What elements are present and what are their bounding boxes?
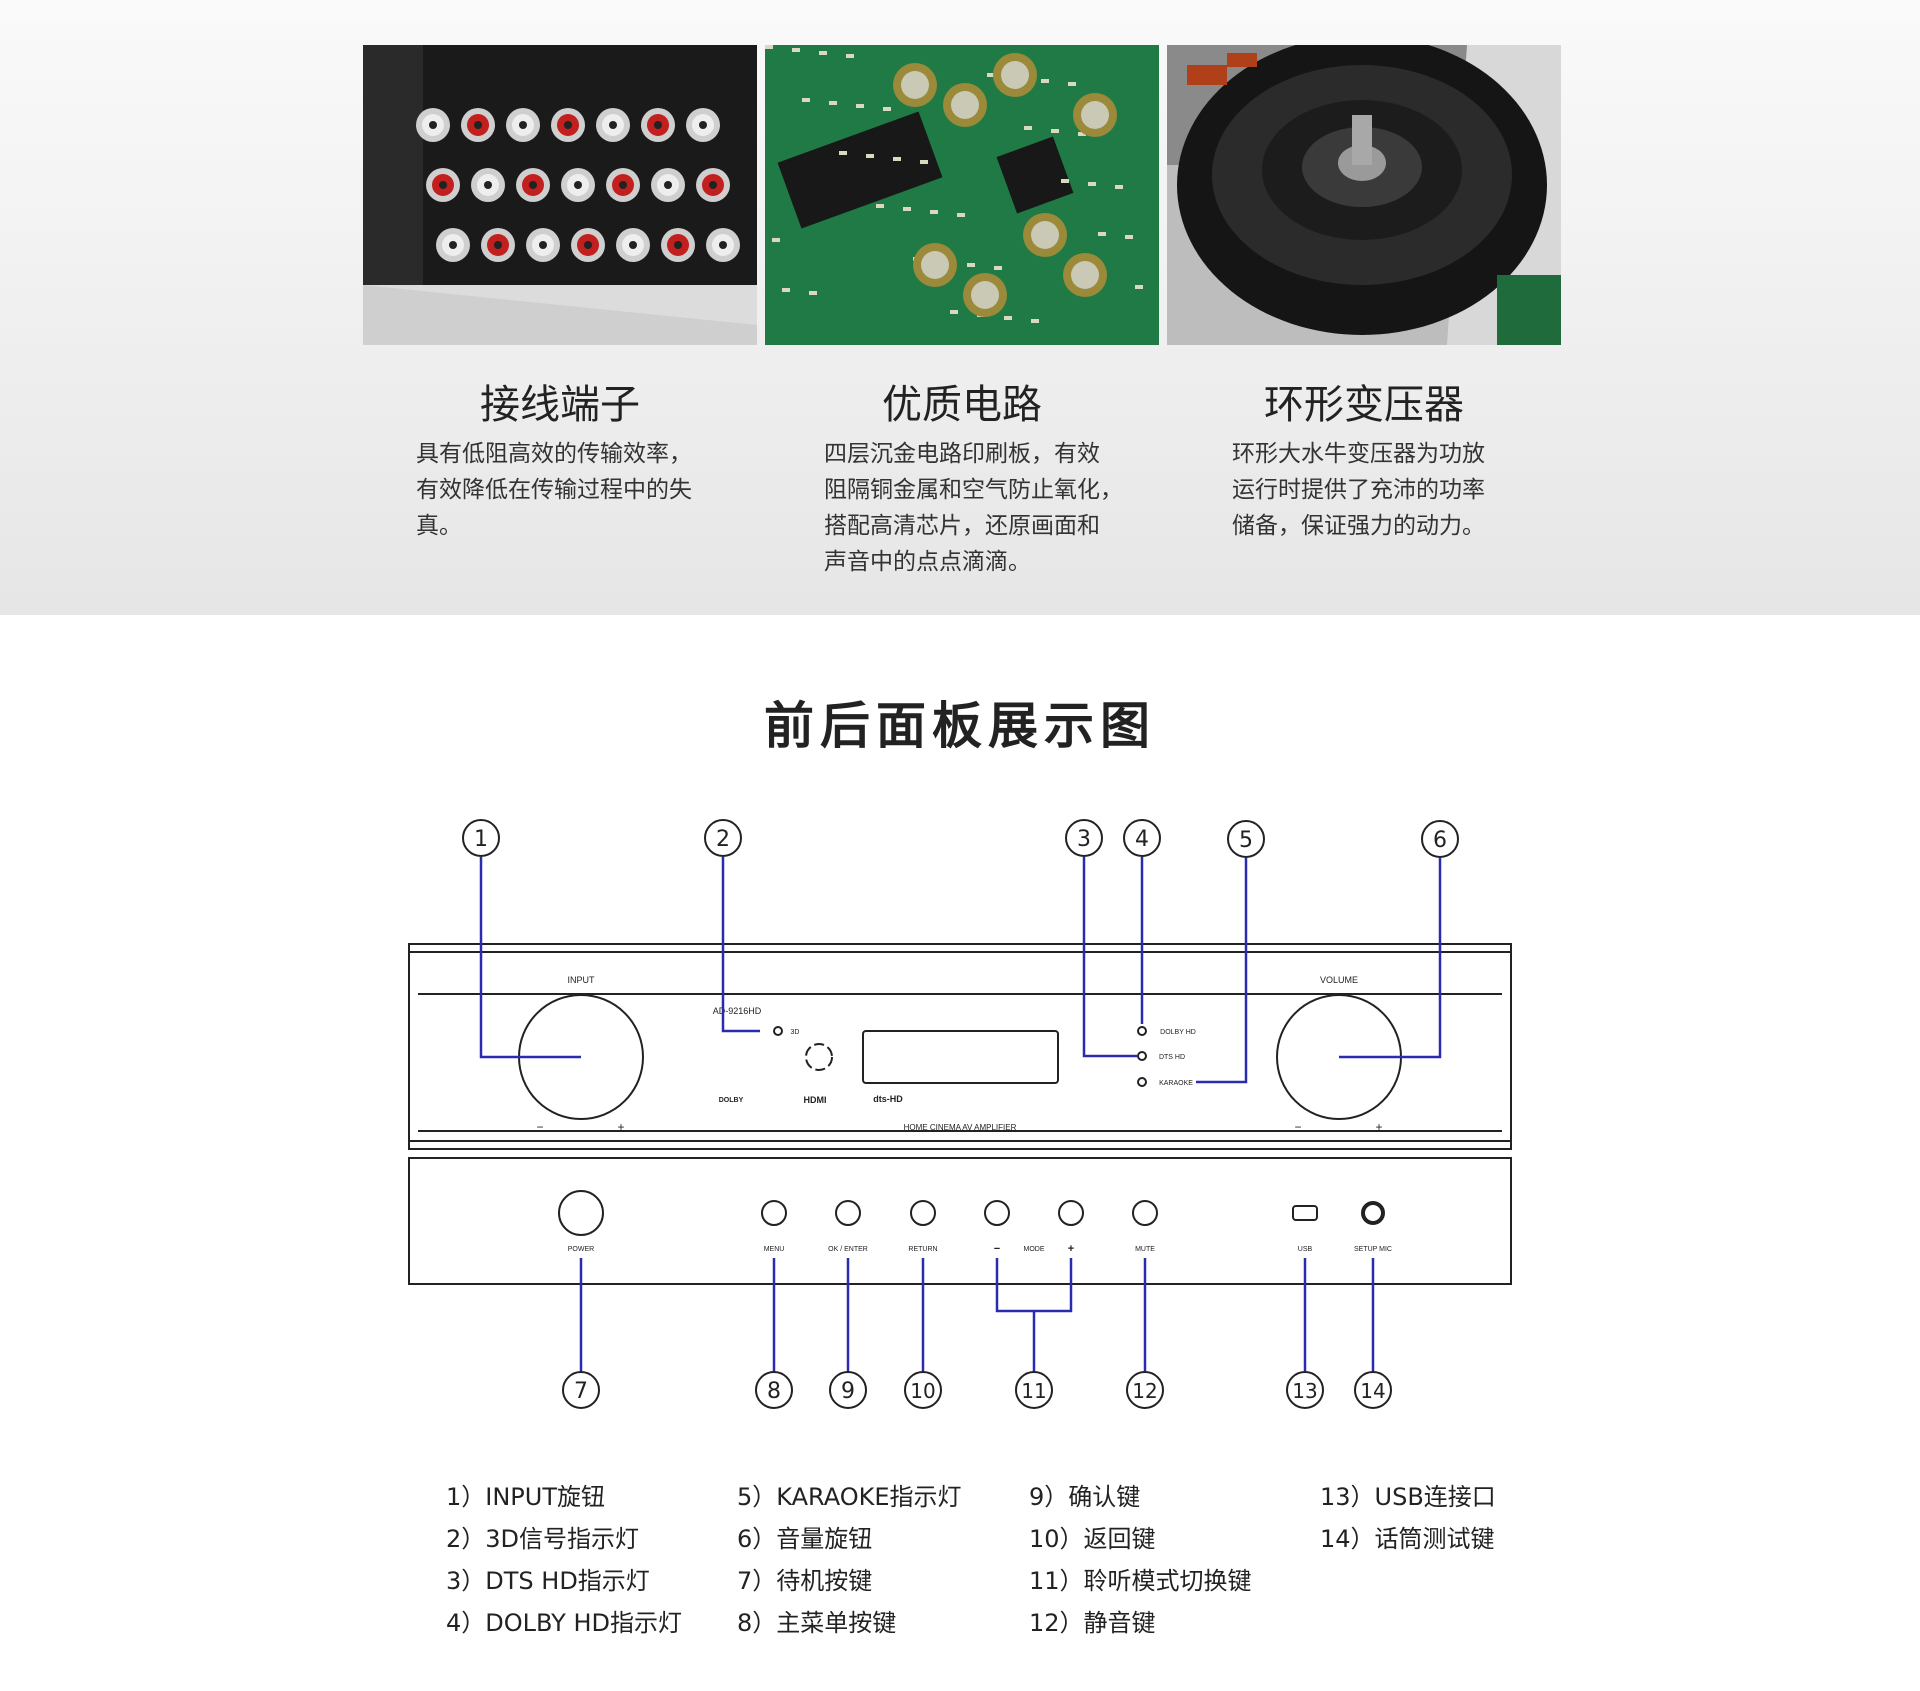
indicator-dolby-label: DOLBY HD: [1160, 1029, 1196, 1036]
legend-item: 12）静音键: [1029, 1609, 1156, 1637]
feature-title-circuit: 优质电路: [882, 382, 1042, 428]
callout-5: 5: [1239, 828, 1253, 853]
desc-line: 有效降低在传输过程中的失: [416, 477, 692, 503]
dts-logo: dts-HD: [873, 1094, 903, 1104]
setup-mic-label: SETUP MIC: [1354, 1246, 1392, 1253]
dolby-logo: DOLBY: [719, 1097, 744, 1104]
legend-item: 6）音量旋钮: [737, 1525, 873, 1553]
toroidal-transformer-photo: [1167, 45, 1561, 345]
desc-line: 声音中的点点滴滴。: [824, 549, 1031, 575]
desc-line: 真。: [416, 513, 462, 539]
indicator-karaoke-label: KARAOKE: [1159, 1080, 1193, 1087]
mode-plus-label: +: [1068, 1243, 1074, 1255]
feature-desc-terminals: 具有低阻高效的传输效率， 有效降低在传输过程中的失 真。: [416, 436, 716, 544]
input-minus-label: −: [536, 1120, 543, 1134]
legend-item: 10）返回键: [1029, 1525, 1156, 1553]
legend-item: 2）3D信号指示灯: [446, 1525, 640, 1553]
model-name: AD-9216HD: [713, 1006, 762, 1016]
legend-item: 1）INPUT旋钮: [446, 1483, 605, 1511]
desc-line: 储备，保证强力的动力。: [1232, 513, 1485, 539]
menu-button-label: MENU: [764, 1246, 785, 1253]
legend-item: 9）确认键: [1029, 1483, 1141, 1511]
volume-minus-label: −: [1294, 1120, 1301, 1134]
callout-4: 4: [1135, 827, 1149, 852]
desc-line: 环形大水牛变压器为功放: [1232, 441, 1485, 467]
callout-14: 14: [1360, 1379, 1385, 1403]
callout-11: 11: [1021, 1379, 1046, 1403]
legend-item: 13）USB连接口: [1320, 1483, 1496, 1511]
legend-item: 7）待机按键: [737, 1567, 873, 1595]
callout-1: 1: [474, 827, 488, 852]
feature-title-transformer: 环形变压器: [1264, 382, 1464, 428]
callout-3: 3: [1077, 827, 1091, 852]
callout-7: 7: [574, 1379, 588, 1404]
legend-item: 5）KARAOKE指示灯: [737, 1483, 962, 1511]
mute-button-label: MUTE: [1135, 1246, 1155, 1253]
ok-button-label: OK / ENTER: [828, 1246, 868, 1253]
callout-13: 13: [1292, 1379, 1317, 1403]
desc-line: 四层沉金电路印刷板，有效: [824, 441, 1100, 467]
section-title: 前后面板展示图: [764, 697, 1156, 755]
legend-item: 8）主菜单按键: [737, 1609, 897, 1637]
circuit-board-photo: [765, 45, 1159, 345]
desc-line: 具有低阻高效的传输效率，: [416, 441, 692, 467]
desc-line: 阻隔铜金属和空气防止氧化，: [824, 477, 1123, 503]
desc-line: 运行时提供了充沛的功率: [1232, 477, 1485, 503]
indicator-3d-label: 3D: [791, 1029, 800, 1036]
legend-item: 3）DTS HD指示灯: [446, 1567, 650, 1595]
desc-line: 搭配高清芯片，还原画面和: [824, 513, 1100, 539]
hdmi-logo: HDMI: [804, 1095, 827, 1105]
bottom-caption: HOME CINEMA AV AMPLIFIER: [904, 1123, 1017, 1132]
feature-title-terminals: 接线端子: [480, 382, 640, 428]
indicator-dts-label: DTS HD: [1159, 1054, 1185, 1061]
power-button-label: POWER: [568, 1246, 594, 1253]
usb-port-label: USB: [1298, 1246, 1313, 1253]
volume-plus-label: +: [1375, 1120, 1382, 1134]
return-button-label: RETURN: [908, 1246, 937, 1253]
callout-9: 9: [841, 1379, 855, 1404]
volume-knob-label: VOLUME: [1320, 975, 1358, 985]
mode-minus-label: −: [994, 1243, 1000, 1255]
callout-2: 2: [716, 827, 730, 852]
feature-desc-circuit: 四层沉金电路印刷板，有效 阻隔铜金属和空气防止氧化， 搭配高清芯片，还原画面和 …: [824, 436, 1124, 580]
legend-item: 14）话筒测试键: [1320, 1525, 1495, 1553]
legend-item: 11）聆听模式切换键: [1029, 1567, 1252, 1595]
mode-label: MODE: [1024, 1246, 1045, 1253]
features-section: 接线端子 优质电路 环形变压器 具有低阻高效的传输效率， 有效降低在传输过程中的…: [0, 0, 1920, 615]
connector-terminals-photo: [363, 45, 757, 345]
callout-12: 12: [1132, 1379, 1157, 1403]
callout-8: 8: [767, 1379, 781, 1404]
legend-item: 4）DOLBY HD指示灯: [446, 1609, 682, 1637]
input-knob-label: INPUT: [568, 975, 596, 985]
input-plus-label: +: [617, 1120, 624, 1134]
callout-6: 6: [1433, 828, 1447, 853]
feature-desc-transformer: 环形大水牛变压器为功放 运行时提供了充沛的功率 储备，保证强力的动力。: [1232, 436, 1532, 544]
callout-10: 10: [910, 1379, 935, 1403]
